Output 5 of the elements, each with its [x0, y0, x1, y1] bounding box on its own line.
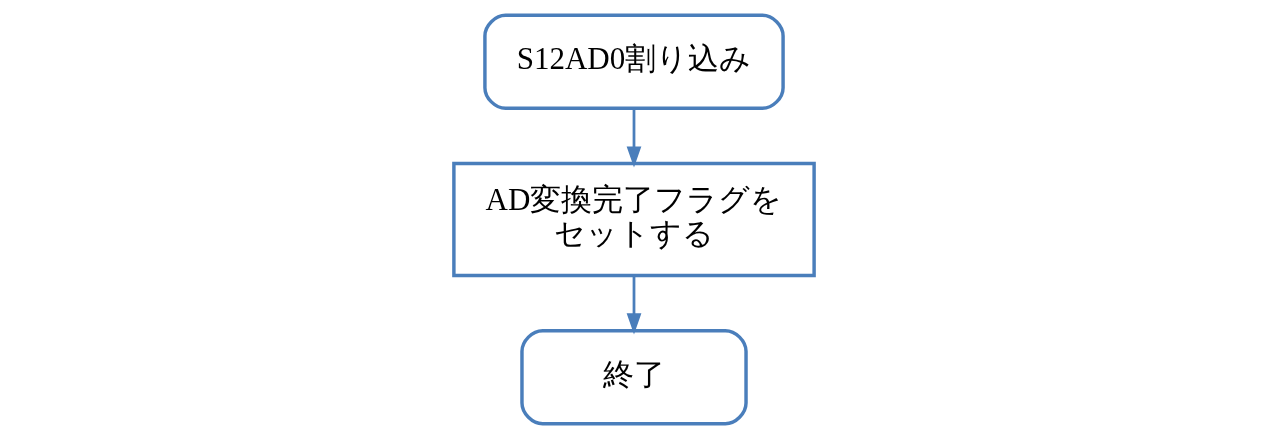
arrow: [626, 108, 641, 168]
node-box: S12AD0割り込み: [482, 13, 785, 111]
node-box: AD変換完了フラグをセットする: [451, 161, 816, 278]
node-box: 終了: [519, 328, 748, 426]
arrow: [626, 275, 641, 335]
